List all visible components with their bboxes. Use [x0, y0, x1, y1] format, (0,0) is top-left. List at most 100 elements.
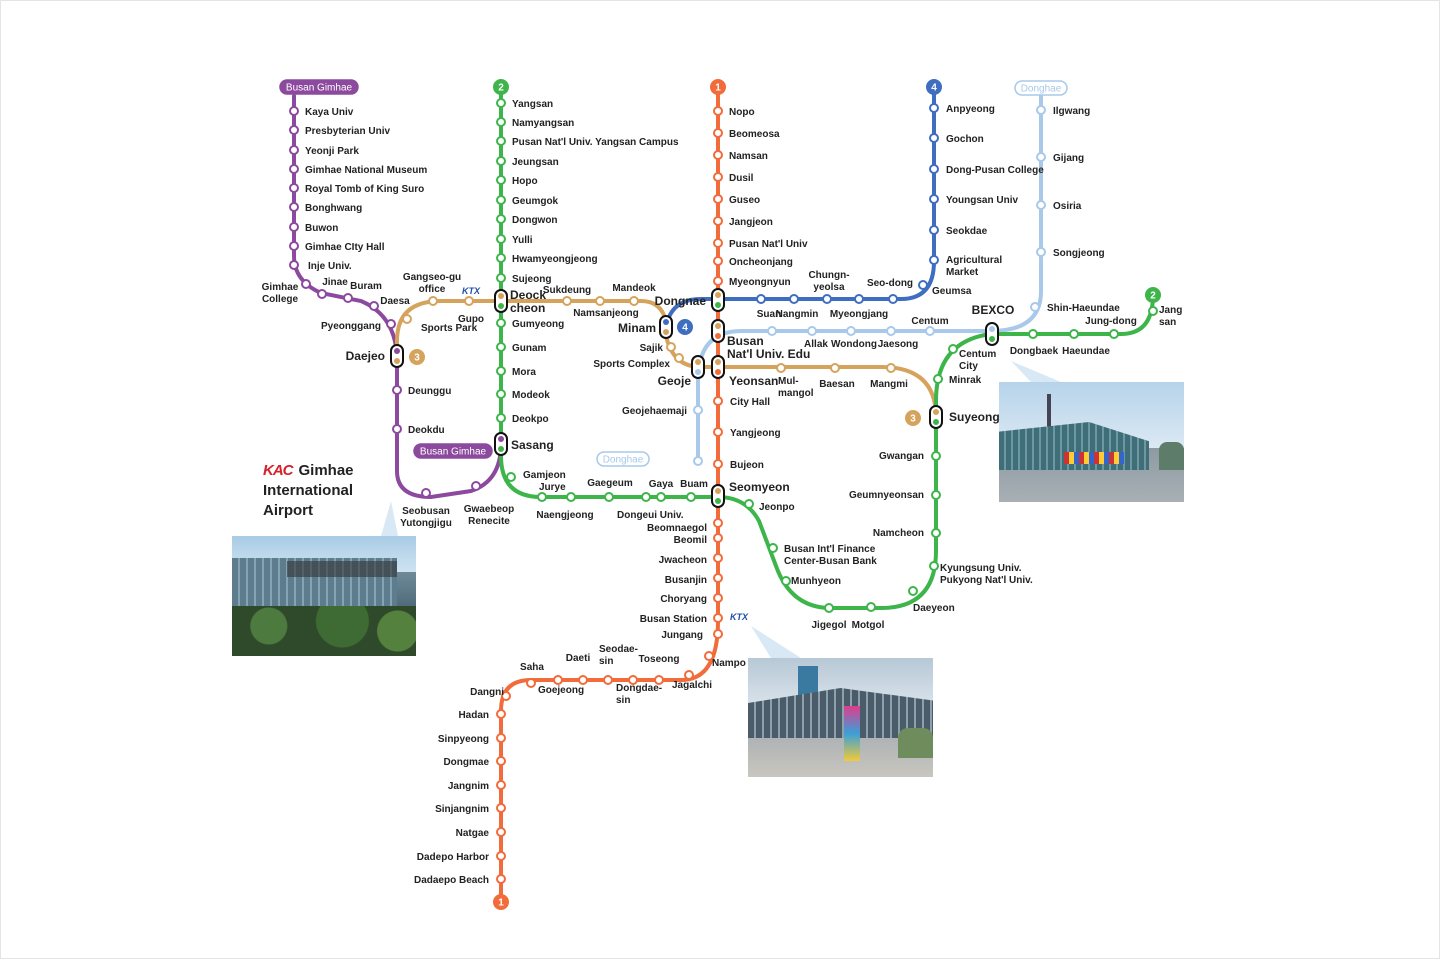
station-marker[interactable]	[604, 492, 614, 502]
station-marker[interactable]	[496, 234, 506, 244]
station-marker[interactable]	[713, 194, 723, 204]
station-marker[interactable]	[744, 499, 754, 509]
station-marker[interactable]	[929, 194, 939, 204]
station-marker[interactable]	[496, 273, 506, 283]
station-marker[interactable]	[553, 675, 563, 685]
station-marker[interactable]	[421, 488, 431, 498]
transfer-station-marker[interactable]	[985, 322, 999, 346]
station-marker[interactable]	[496, 342, 506, 352]
station-marker[interactable]	[289, 202, 299, 212]
station-marker[interactable]	[713, 553, 723, 563]
transfer-station-marker[interactable]	[659, 315, 673, 339]
station-marker[interactable]	[929, 225, 939, 235]
station-marker[interactable]	[666, 342, 676, 352]
station-marker[interactable]	[1148, 306, 1158, 316]
station-marker[interactable]	[713, 518, 723, 528]
station-marker[interactable]	[931, 451, 941, 461]
station-marker[interactable]	[496, 827, 506, 837]
station-marker[interactable]	[496, 756, 506, 766]
station-marker[interactable]	[343, 293, 353, 303]
station-marker[interactable]	[501, 691, 511, 701]
station-marker[interactable]	[713, 216, 723, 226]
station-marker[interactable]	[713, 396, 723, 406]
station-marker[interactable]	[822, 294, 832, 304]
station-marker[interactable]	[846, 326, 856, 336]
station-marker[interactable]	[1069, 329, 1079, 339]
station-marker[interactable]	[496, 253, 506, 263]
station-marker[interactable]	[496, 136, 506, 146]
station-marker[interactable]	[1036, 200, 1046, 210]
station-marker[interactable]	[496, 98, 506, 108]
station-marker[interactable]	[713, 427, 723, 437]
station-marker[interactable]	[1036, 152, 1046, 162]
station-marker[interactable]	[713, 276, 723, 286]
station-marker[interactable]	[713, 150, 723, 160]
station-marker[interactable]	[289, 145, 299, 155]
station-marker[interactable]	[641, 492, 651, 502]
station-marker[interactable]	[428, 296, 438, 306]
transfer-station-marker[interactable]	[691, 355, 705, 379]
station-marker[interactable]	[628, 675, 638, 685]
station-marker[interactable]	[562, 296, 572, 306]
station-marker[interactable]	[713, 172, 723, 182]
transfer-station-marker[interactable]	[390, 344, 404, 368]
station-marker[interactable]	[301, 279, 311, 289]
station-marker[interactable]	[471, 481, 481, 491]
station-marker[interactable]	[537, 492, 547, 502]
station-marker[interactable]	[866, 602, 876, 612]
station-marker[interactable]	[496, 413, 506, 423]
station-marker[interactable]	[1030, 302, 1040, 312]
station-marker[interactable]	[686, 492, 696, 502]
station-marker[interactable]	[496, 851, 506, 861]
station-marker[interactable]	[886, 363, 896, 373]
station-marker[interactable]	[289, 125, 299, 135]
transfer-station-marker[interactable]	[929, 405, 943, 429]
station-marker[interactable]	[807, 326, 817, 336]
station-marker[interactable]	[929, 103, 939, 113]
station-marker[interactable]	[704, 651, 714, 661]
station-marker[interactable]	[496, 195, 506, 205]
station-marker[interactable]	[713, 593, 723, 603]
transfer-station-marker[interactable]	[711, 319, 725, 343]
station-marker[interactable]	[713, 629, 723, 639]
station-marker[interactable]	[756, 294, 766, 304]
station-marker[interactable]	[496, 874, 506, 884]
station-marker[interactable]	[464, 296, 474, 306]
station-marker[interactable]	[767, 326, 777, 336]
station-marker[interactable]	[1036, 105, 1046, 115]
station-marker[interactable]	[496, 117, 506, 127]
station-marker[interactable]	[886, 326, 896, 336]
station-marker[interactable]	[713, 238, 723, 248]
station-marker[interactable]	[317, 289, 327, 299]
station-marker[interactable]	[948, 344, 958, 354]
station-marker[interactable]	[496, 389, 506, 399]
station-marker[interactable]	[713, 106, 723, 116]
station-marker[interactable]	[629, 296, 639, 306]
station-marker[interactable]	[289, 260, 299, 270]
station-marker[interactable]	[929, 561, 939, 571]
station-marker[interactable]	[713, 256, 723, 266]
station-marker[interactable]	[1028, 329, 1038, 339]
station-marker[interactable]	[925, 326, 935, 336]
station-marker[interactable]	[654, 675, 664, 685]
station-marker[interactable]	[526, 678, 536, 688]
station-marker[interactable]	[918, 280, 928, 290]
station-marker[interactable]	[674, 353, 684, 363]
station-marker[interactable]	[595, 296, 605, 306]
station-marker[interactable]	[392, 385, 402, 395]
station-marker[interactable]	[496, 156, 506, 166]
station-marker[interactable]	[496, 803, 506, 813]
station-marker[interactable]	[888, 294, 898, 304]
station-marker[interactable]	[776, 363, 786, 373]
station-marker[interactable]	[392, 424, 402, 434]
station-marker[interactable]	[931, 490, 941, 500]
station-marker[interactable]	[713, 459, 723, 469]
station-marker[interactable]	[289, 106, 299, 116]
station-marker[interactable]	[603, 675, 613, 685]
station-marker[interactable]	[824, 603, 834, 613]
station-marker[interactable]	[781, 576, 791, 586]
station-marker[interactable]	[289, 222, 299, 232]
station-marker[interactable]	[929, 255, 939, 265]
station-marker[interactable]	[713, 573, 723, 583]
transfer-station-marker[interactable]	[711, 484, 725, 508]
